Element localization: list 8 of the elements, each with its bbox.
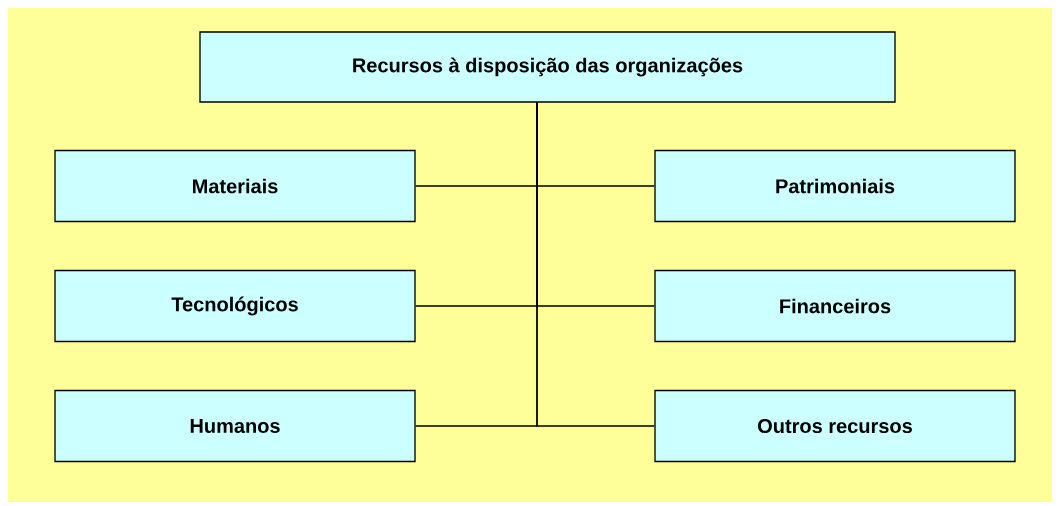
resource-box: Financeiros <box>654 269 1016 343</box>
resource-box: Patrimoniais <box>654 149 1016 223</box>
connector-line <box>536 102 655 427</box>
resource-box: Humanos <box>54 389 416 463</box>
resource-box: Recursos à disposição das organizações <box>199 31 896 103</box>
resource-box: Outros recursos <box>654 389 1016 463</box>
resource-box: Materiais <box>54 149 416 223</box>
resource-box: Tecnológicos <box>54 269 416 343</box>
